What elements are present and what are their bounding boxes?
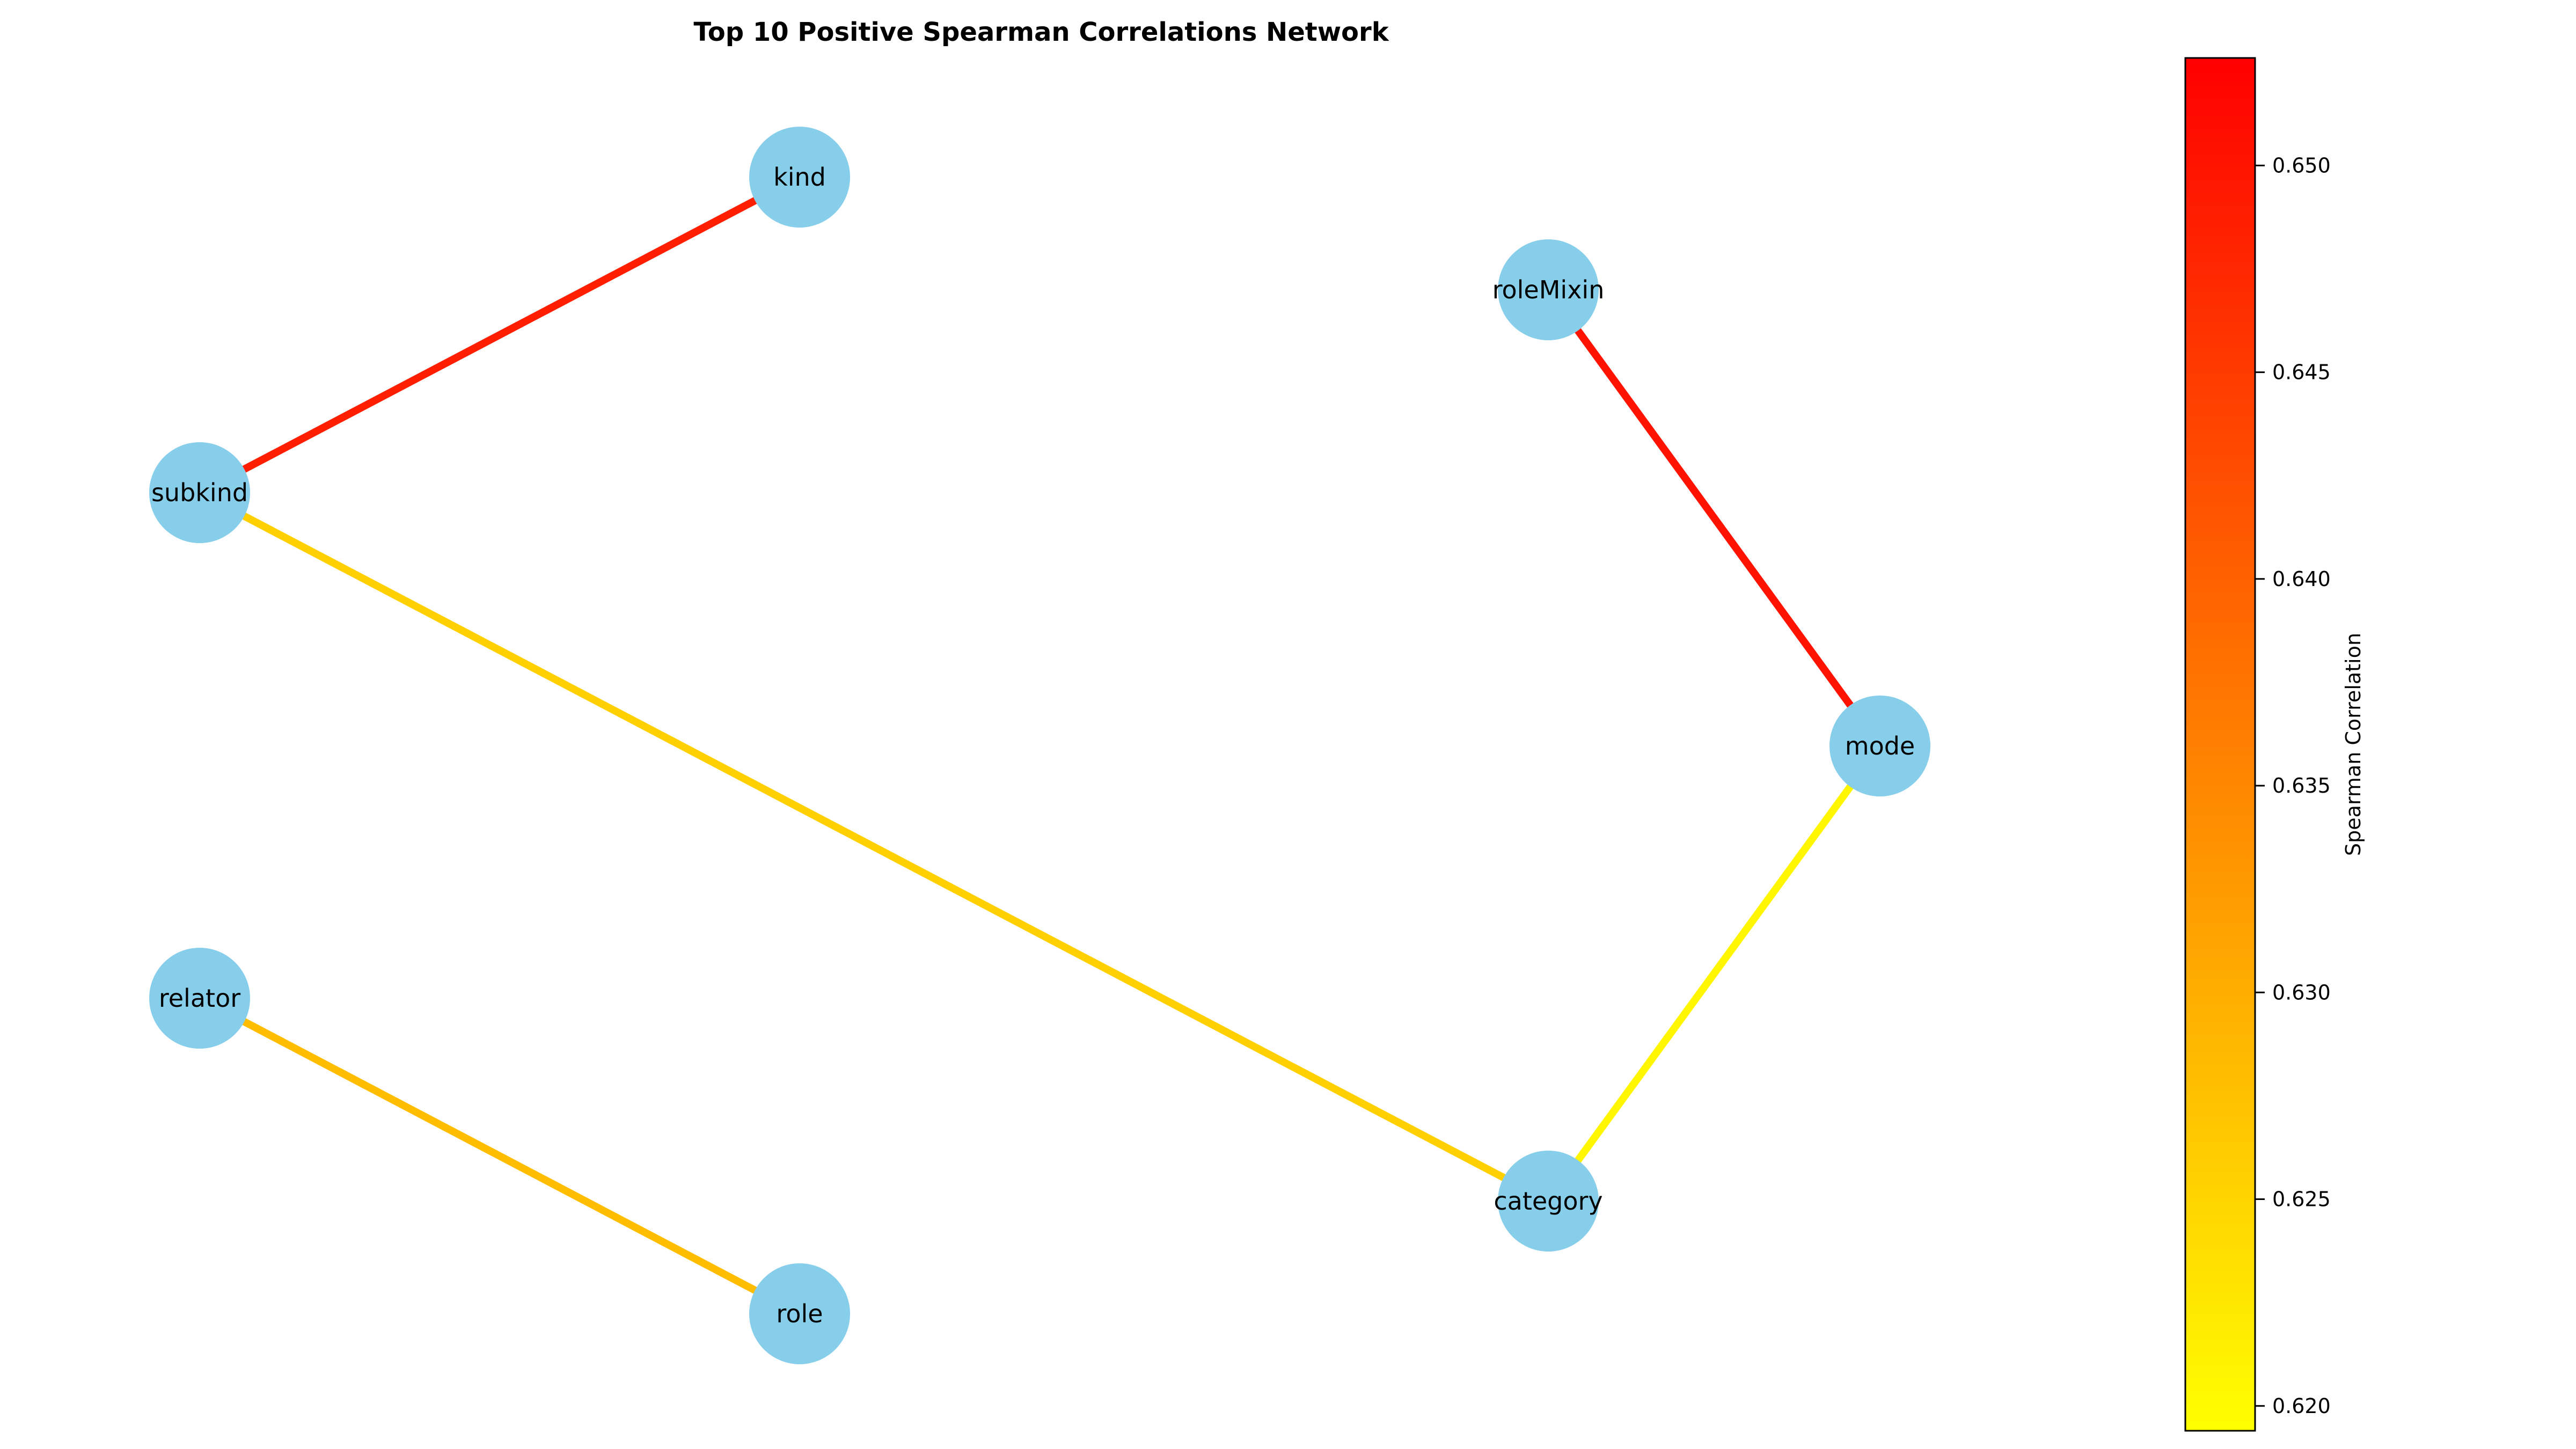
node-circle — [749, 127, 850, 228]
node-label: mode — [1845, 731, 1915, 760]
node-circle — [1829, 696, 1930, 796]
node-roleMixin: roleMixin — [1492, 239, 1605, 340]
node-label: relator — [159, 984, 240, 1013]
node-label: roleMixin — [1492, 275, 1605, 304]
colorbar: 0.620 0.625 0.630 0.635 0.640 0.645 0.650 Spea… — [2184, 57, 2365, 1432]
node-circle — [149, 948, 250, 1049]
colorbar-tick-label: 0.625 — [2272, 1188, 2331, 1211]
node-label: category — [1494, 1187, 1602, 1216]
edge-relator-role — [197, 994, 802, 1318]
figure-title: Top 10 Positive Spearman Correlations Ne… — [693, 17, 1389, 47]
colorbar-tick-label: 0.650 — [2272, 153, 2331, 177]
colorbar-gradient — [2184, 57, 2256, 1432]
node-circle — [749, 1263, 850, 1364]
colorbar-tick-label: 0.630 — [2272, 980, 2331, 1004]
node-subkind: subkind — [149, 442, 250, 543]
node-label: role — [776, 1299, 823, 1328]
colorbar-label: Spearman Correlation — [2341, 633, 2365, 856]
edge-mode-category — [1545, 743, 1883, 1204]
node-category: category — [1494, 1151, 1603, 1252]
node-kind: kind — [749, 127, 850, 228]
node-label: kind — [773, 163, 826, 192]
node-circle — [1498, 1151, 1599, 1252]
colorbar-tick-label: 0.635 — [2272, 774, 2331, 797]
edge-subkind-category — [197, 489, 1550, 1205]
node-circle — [149, 442, 250, 543]
edge-subkind-kind — [197, 173, 802, 496]
edge-roleMixin-mode — [1545, 287, 1883, 749]
node-role: role — [749, 1263, 850, 1364]
edges-layer — [197, 173, 1883, 1318]
node-circle — [1498, 239, 1599, 340]
nodes-layer: kind roleMixin subkind mode relator category r… — [149, 127, 1930, 1364]
colorbar-tick-label: 0.645 — [2272, 361, 2331, 384]
node-mode: mode — [1829, 696, 1930, 796]
colorbar-tick-label: 0.640 — [2272, 567, 2331, 591]
node-label: subkind — [151, 478, 248, 507]
node-relator: relator — [149, 948, 250, 1049]
colorbar-ticks: 0.620 0.625 0.630 0.635 0.640 0.645 0.650 — [2255, 153, 2331, 1418]
colorbar-tick-label: 0.620 — [2272, 1394, 2331, 1418]
